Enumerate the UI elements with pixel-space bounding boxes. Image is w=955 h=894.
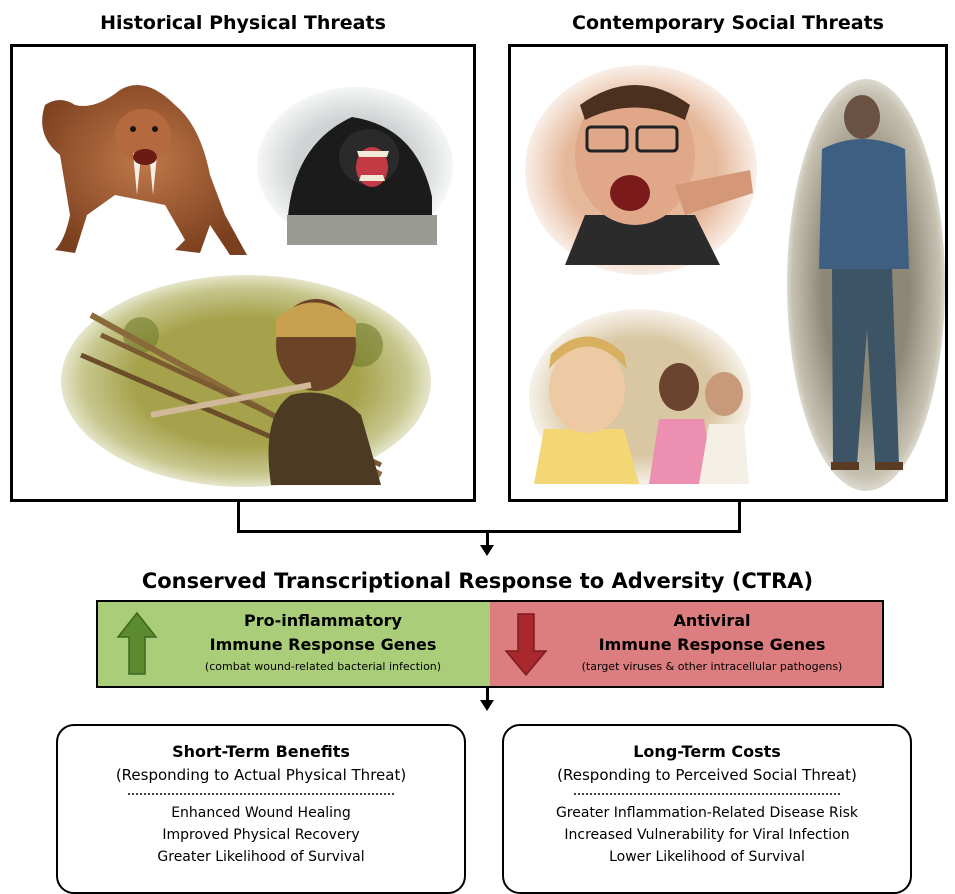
benefits-item: Enhanced Wound Healing [171, 805, 351, 821]
benefits-item: Improved Physical Recovery [162, 827, 360, 843]
short-term-benefits-box: Short-Term Benefits (Responding to Actua… [56, 724, 466, 894]
ctra-title: Conserved Transcriptional Response to Ad… [141, 569, 814, 593]
connector-horizontal [237, 530, 741, 533]
costs-item: Increased Vulnerability for Viral Infect… [564, 827, 850, 843]
benefits-subtitle: (Responding to Actual Physical Threat) [115, 766, 407, 784]
right-connector-vertical [738, 502, 741, 533]
up-arrow-icon [116, 611, 158, 681]
arrow-down-to-outcomes-icon [480, 700, 494, 711]
antiviral-title-line2: Immune Response Genes [598, 635, 826, 654]
left-panel-heading: Historical Physical Threats [100, 12, 386, 34]
benefits-title: Short-Term Benefits [172, 742, 350, 761]
pro-inflammatory-section: Pro-inflammatory Immune Response Genes (… [98, 602, 490, 686]
hunter-with-bow-icon [61, 275, 431, 487]
left-connector-vertical [237, 502, 240, 533]
pro-inflammatory-title-line1: Pro-inflammatory [244, 611, 402, 630]
antiviral-section: Antiviral Immune Response Genes (target … [490, 602, 882, 686]
benefits-item: Greater Likelihood of Survival [157, 849, 365, 865]
arrow-down-to-ctra-icon [480, 545, 494, 556]
social-threats-panel [508, 44, 948, 502]
historical-threats-panel [10, 44, 476, 502]
right-panel-heading: Contemporary Social Threats [572, 12, 884, 34]
ctra-gene-box: Pro-inflammatory Immune Response Genes (… [96, 600, 884, 688]
costs-item: Greater Inflammation-Related Disease Ris… [555, 805, 859, 821]
costs-divider [574, 793, 840, 795]
costs-title: Long-Term Costs [633, 742, 781, 761]
connector-outcomes-stem [486, 688, 489, 701]
costs-item: Lower Likelihood of Survival [609, 849, 805, 865]
benefits-divider [128, 793, 394, 795]
pro-inflammatory-title-line2: Immune Response Genes [209, 635, 437, 654]
down-arrow-icon [504, 611, 548, 681]
connector-down-stem [486, 530, 489, 546]
antiviral-title-line1: Antiviral [673, 611, 751, 630]
pro-inflammatory-subtitle: (combat wound-related bacterial infectio… [204, 660, 442, 673]
lonely-walking-man-icon [787, 79, 945, 491]
long-term-costs-box: Long-Term Costs (Responding to Perceived… [502, 724, 912, 894]
excluded-girl-icon [529, 309, 751, 485]
saber-tooth-tiger-icon [25, 65, 247, 265]
costs-subtitle: (Responding to Perceived Social Threat) [557, 766, 857, 784]
snarling-chimpanzee-icon [257, 87, 453, 245]
angry-shouting-man-icon [525, 65, 757, 275]
antiviral-subtitle: (target viruses & other intracellular pa… [581, 660, 843, 673]
